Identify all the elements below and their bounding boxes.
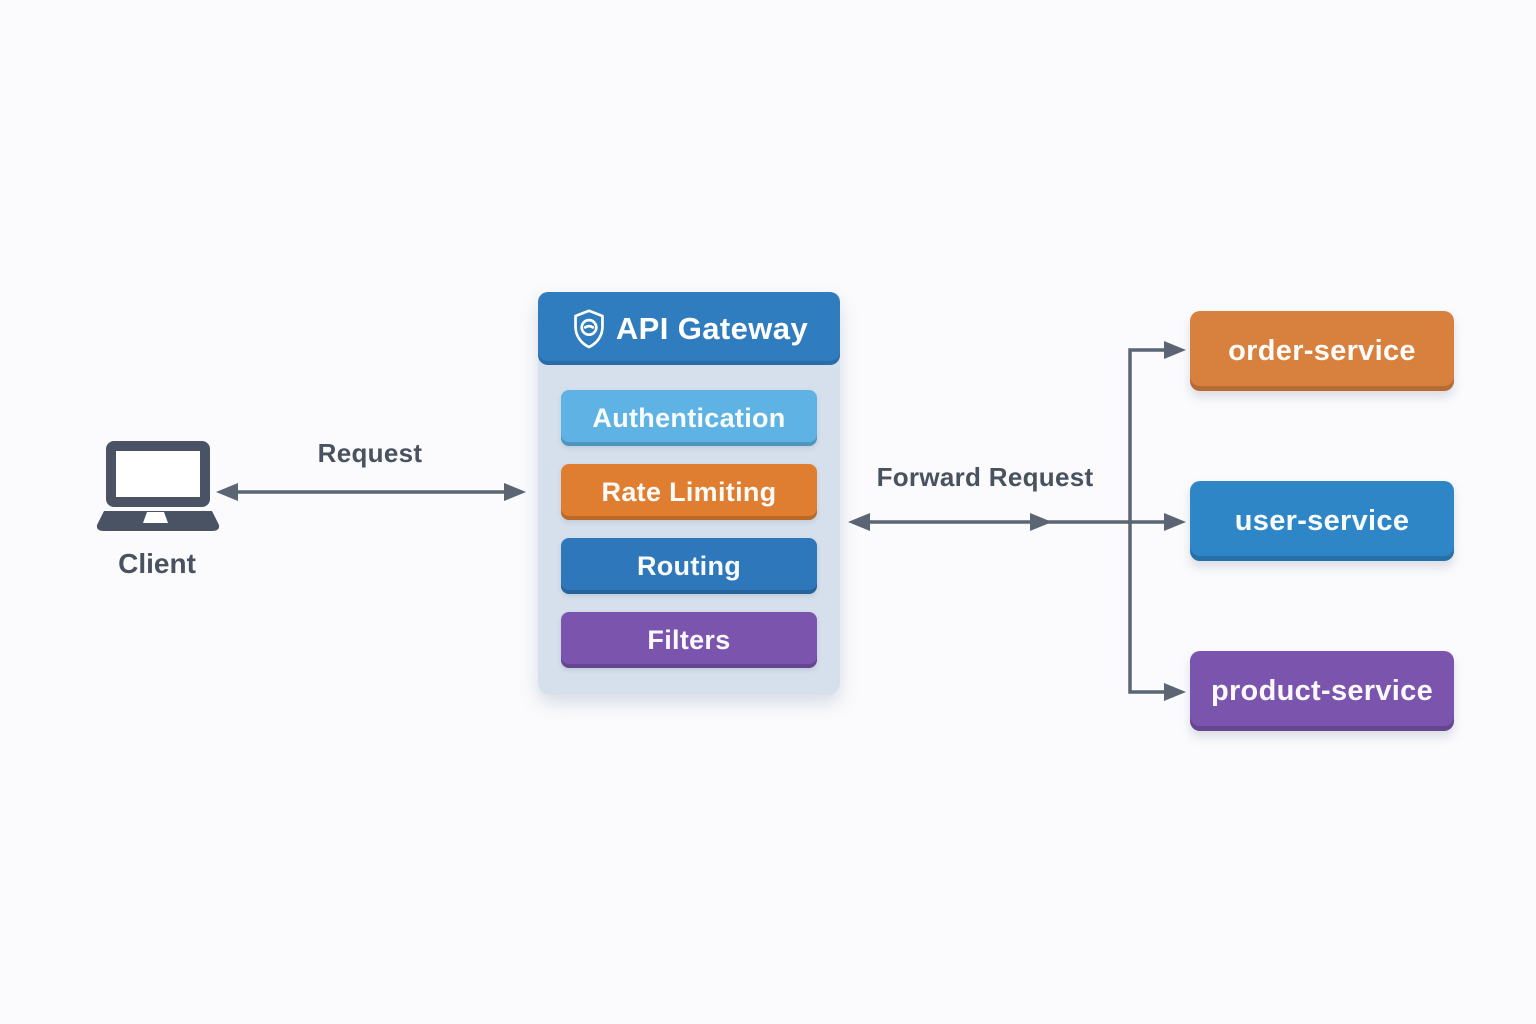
service-box-order-service: order-service (1190, 311, 1454, 391)
api-gateway-title: API Gateway (615, 310, 809, 346)
forward-request-arrow (848, 513, 1186, 531)
service-box-user-service: user-service (1190, 481, 1454, 561)
api-gateway-header: API Gateway (538, 292, 840, 365)
gateway-feature-filters: Filters (561, 612, 817, 668)
gateway-feature-routing: Routing (561, 538, 817, 594)
api-gateway-panel: API Gateway Authentication Rate Limiting… (538, 292, 840, 695)
service-box-product-service: product-service (1190, 651, 1454, 731)
gateway-feature-list: Authentication Rate Limiting Routing Fil… (538, 365, 840, 668)
shield-check-icon (570, 308, 608, 350)
gateway-feature-rate-limiting: Rate Limiting (561, 464, 817, 520)
forward-request-label: Forward Request (876, 462, 1094, 492)
gateway-feature-authentication: Authentication (561, 390, 817, 446)
laptop-icon (96, 441, 220, 531)
request-arrow (216, 483, 526, 501)
service-branch-connector (1128, 341, 1186, 701)
request-label: Request (317, 438, 423, 468)
client-label: Client (118, 548, 196, 579)
